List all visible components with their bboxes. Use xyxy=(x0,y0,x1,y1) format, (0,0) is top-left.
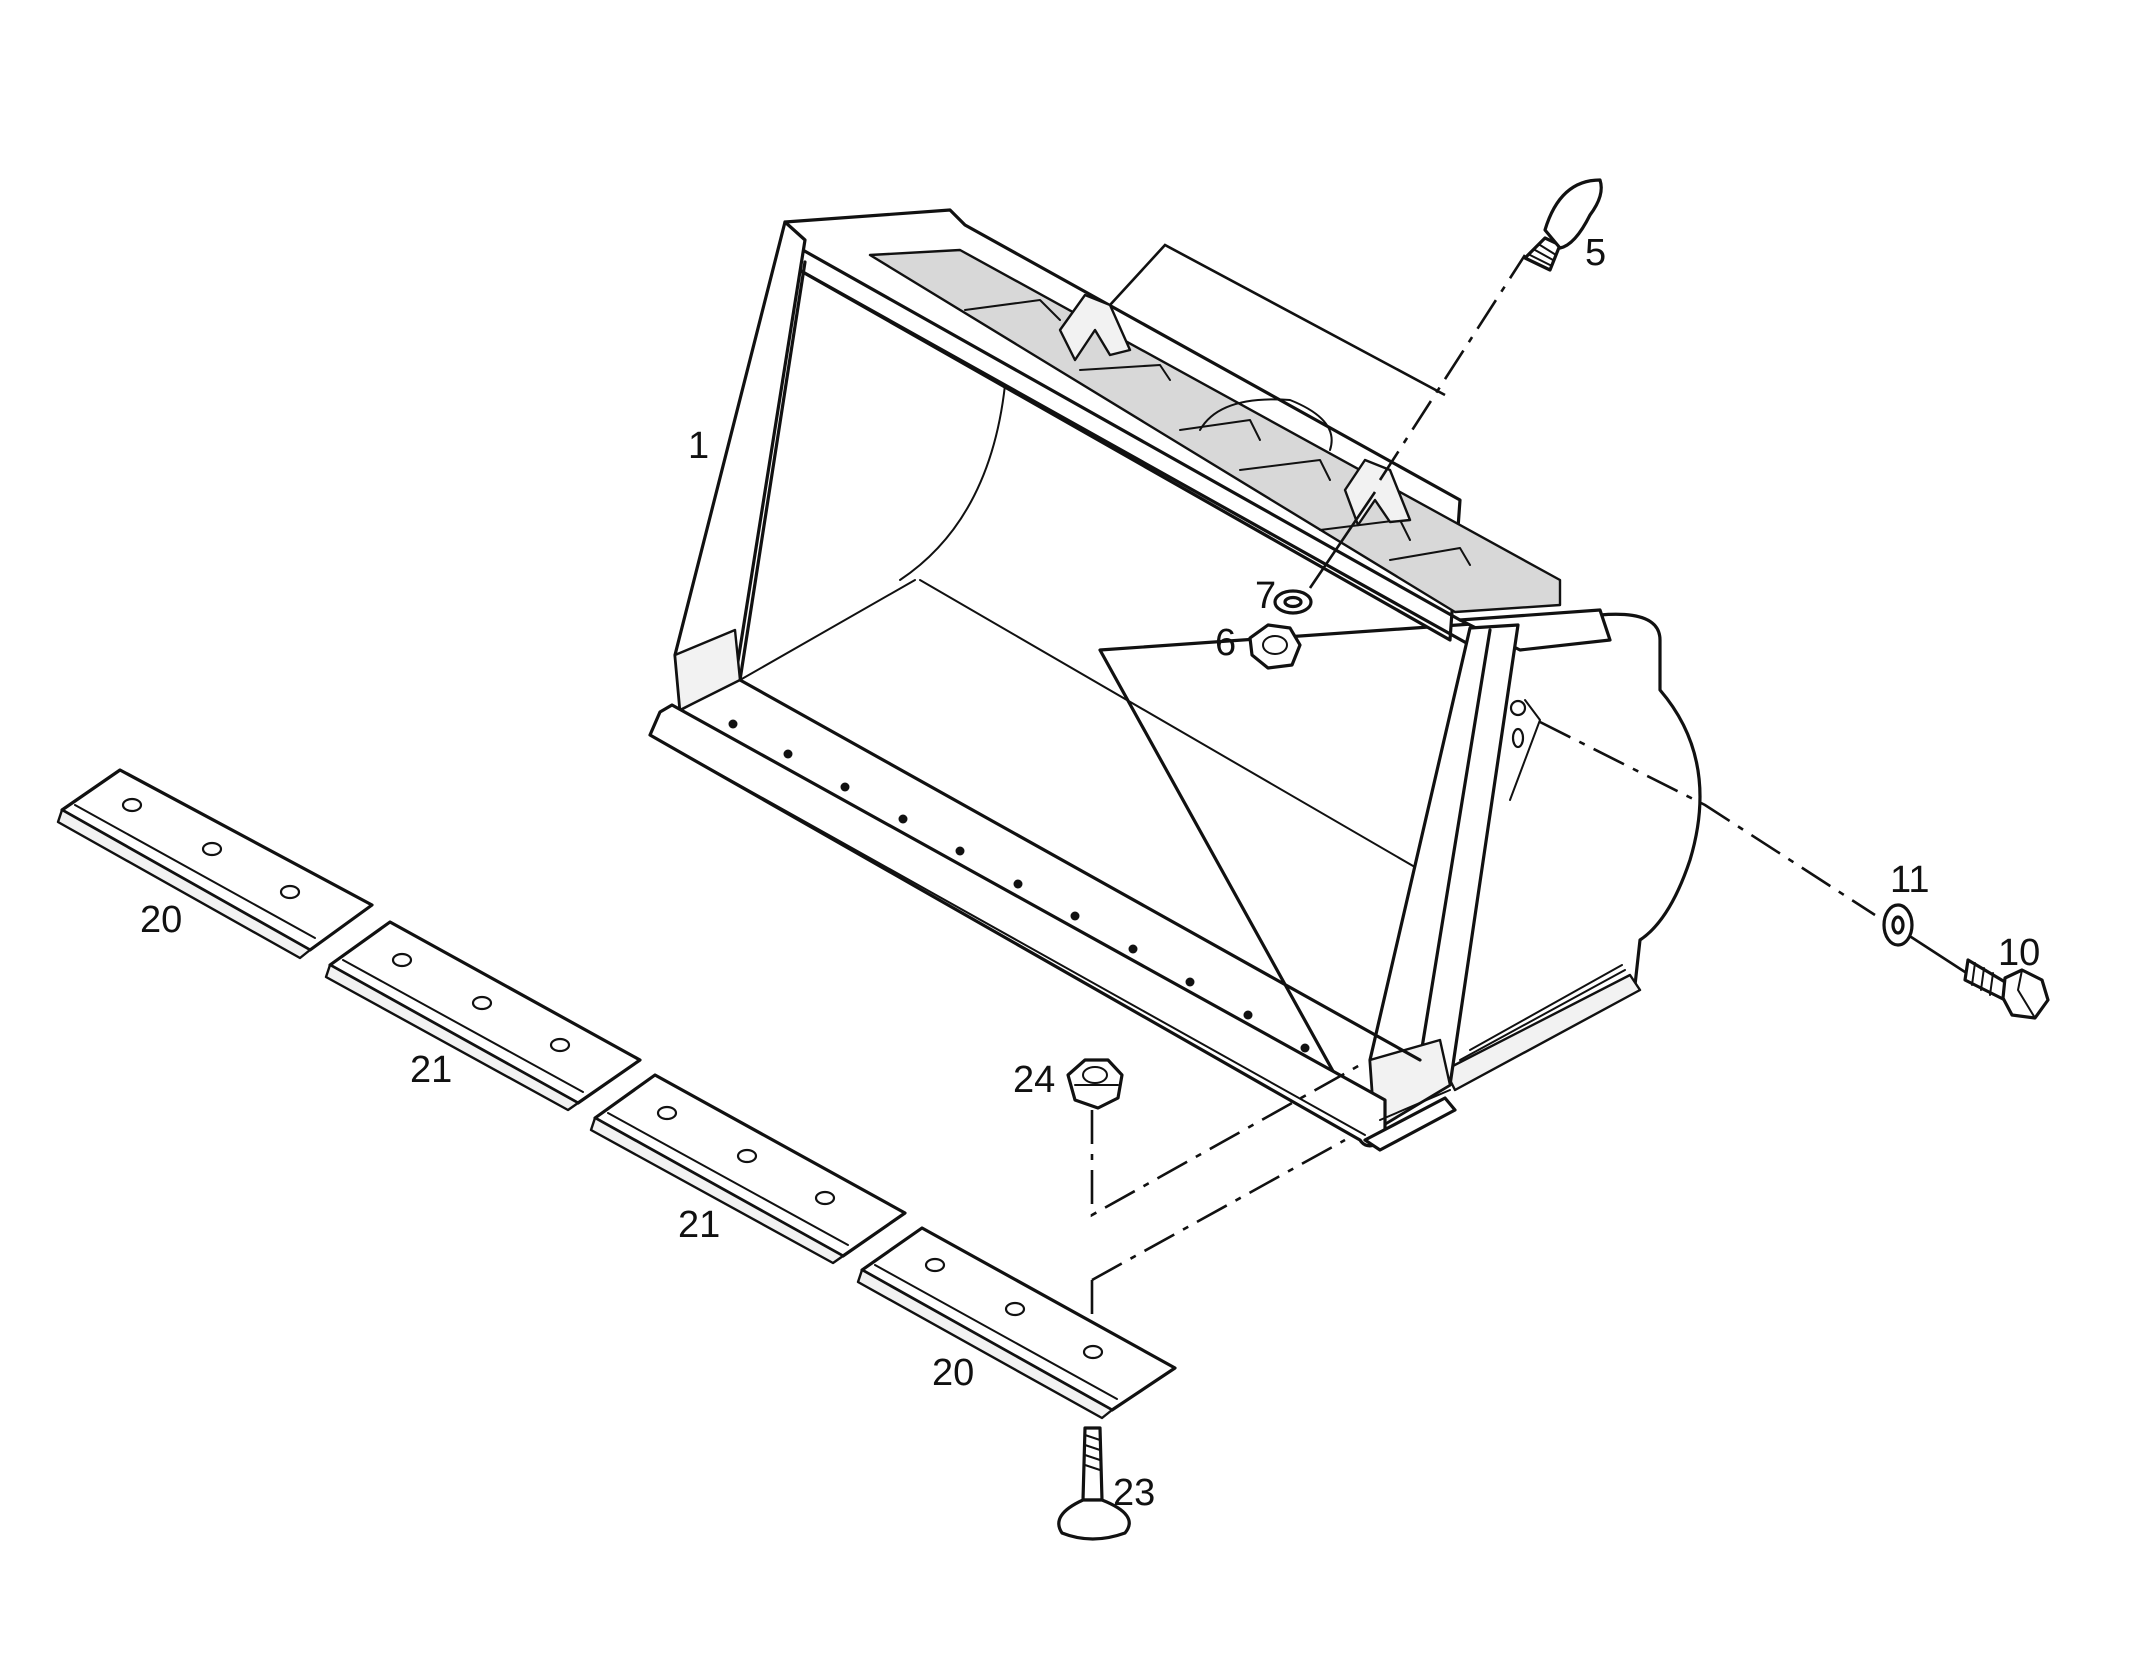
callout-24: 24 xyxy=(1013,1059,1055,1101)
edge-holes xyxy=(728,719,1310,1053)
callout-21-right: 21 xyxy=(678,1204,720,1246)
callout-5: 5 xyxy=(1585,232,1606,274)
bolt-23 xyxy=(1057,1426,1131,1541)
bucket xyxy=(648,208,1702,1152)
callout-6: 6 xyxy=(1215,622,1236,664)
side-hole xyxy=(1509,699,1527,717)
bucket-tooth-cap xyxy=(1523,178,1603,272)
callout-10: 10 xyxy=(1998,932,2040,974)
nut-24 xyxy=(1066,1058,1124,1110)
callout-1: 1 xyxy=(688,425,709,467)
callout-21-left: 21 xyxy=(410,1049,452,1091)
blade-20-left xyxy=(56,768,374,960)
blade-21-right xyxy=(589,1073,907,1265)
bolt-10 xyxy=(1963,958,2050,1020)
callout-11: 11 xyxy=(1890,859,1929,901)
blade-20-right xyxy=(856,1226,1177,1420)
callout-7: 7 xyxy=(1255,575,1276,617)
callout-23: 23 xyxy=(1113,1472,1155,1514)
callout-20-left: 20 xyxy=(140,899,182,941)
blade-21-left xyxy=(324,920,642,1112)
callout-20-right: 20 xyxy=(932,1352,974,1394)
nut-6 xyxy=(1248,623,1302,670)
